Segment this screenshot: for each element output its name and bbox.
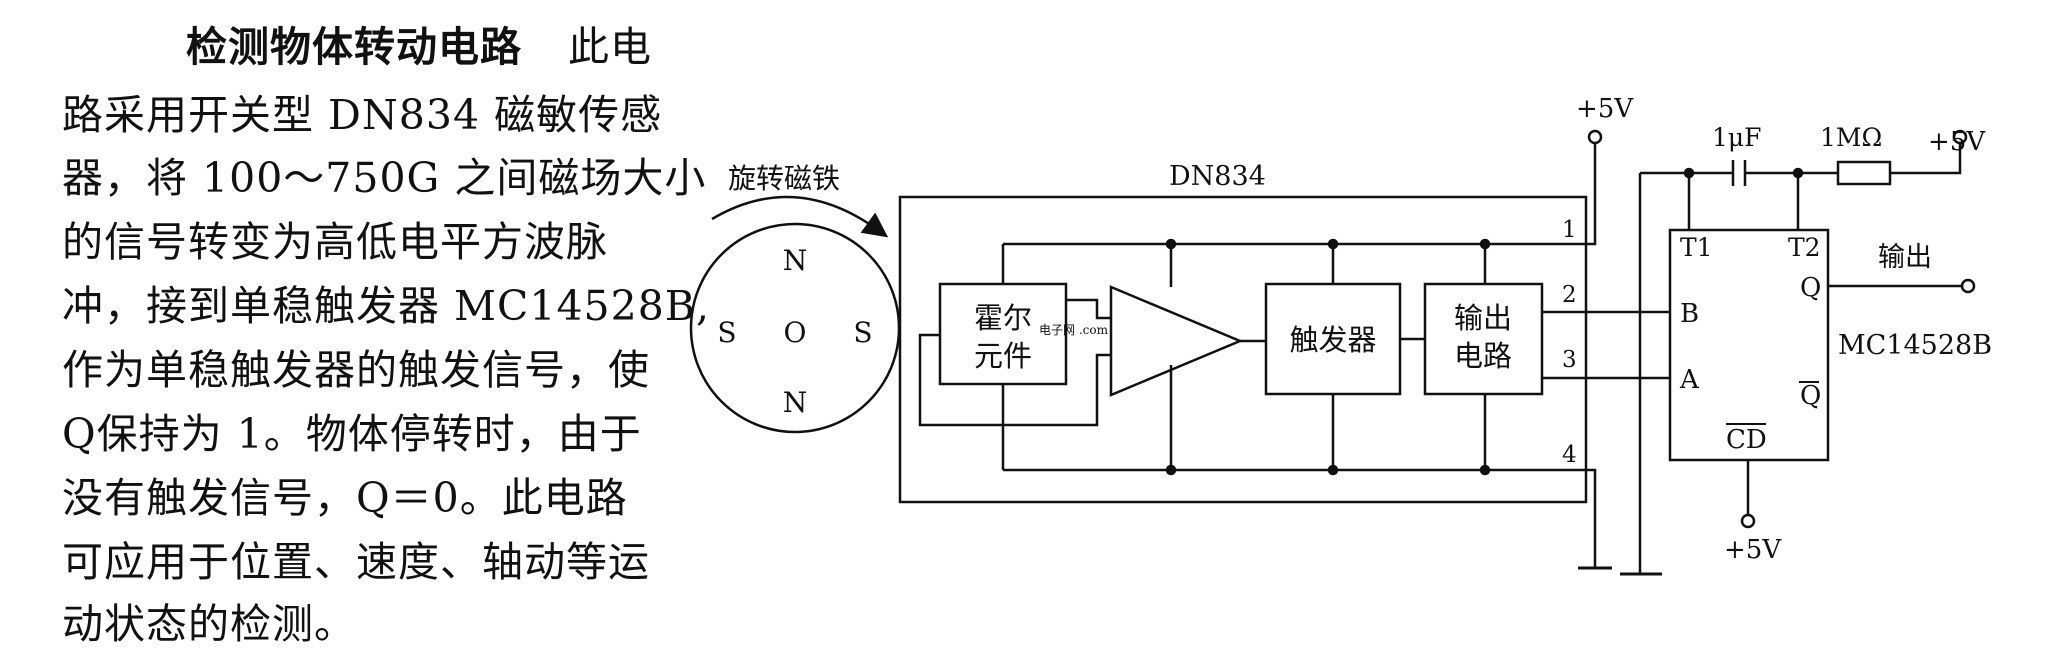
ic-pin-t2: T2	[1788, 233, 1821, 262]
dn834-outline	[898, 195, 1588, 504]
hall-feedback-wire-upper	[1066, 298, 1111, 320]
hall-element-line1: 霍尔	[974, 301, 1032, 335]
ic-pin-a: A	[1679, 365, 1700, 395]
watermark: 电子网 .com	[1039, 323, 1109, 337]
magnet-pole-right: S	[853, 316, 872, 349]
output-circuit-line1: 输出	[1454, 301, 1512, 335]
description-line: 可应用于位置、速度、轴动等运	[62, 538, 650, 586]
magnet-pole-bottom: N	[783, 386, 808, 419]
description-lead: 此电	[568, 23, 652, 71]
t1-lead	[1687, 171, 1733, 230]
magnet-pole-top: N	[783, 244, 808, 277]
description-title: 检测物体转动电路	[186, 23, 522, 71]
magnet-pole-left: S	[717, 316, 736, 349]
pin1-wire	[1586, 143, 1597, 246]
pin-1-label: 1	[1562, 217, 1577, 243]
pin-2-label: 2	[1562, 282, 1577, 308]
supply-right-label: +5V	[1928, 127, 1986, 157]
supply-bottom-label: +5V	[1724, 535, 1782, 565]
description-text: 检测物体转动电路此电 路采用开关型 DN834 磁敏传感 器，将 100～750…	[0, 0, 709, 658]
supply-top-label: +5V	[1576, 94, 1634, 124]
description-line: 的信号转变为高低电平方波脉	[62, 218, 608, 266]
supply-terminal-right	[1952, 129, 1968, 145]
ic-pin-b: B	[1680, 299, 1699, 329]
ic-name-label: MC14528B	[1838, 330, 1992, 361]
description-line: 没有触发信号，Q＝0。此电路	[62, 474, 628, 522]
description-heading-line: 检测物体转动电路此电	[186, 23, 652, 71]
resistor-label: 1MΩ	[1820, 123, 1882, 152]
hall-feedback-wire-lower	[918, 333, 1111, 427]
ic-pin-q: Q	[1800, 273, 1821, 303]
description-line: 路采用开关型 DN834 磁敏传感	[62, 91, 663, 139]
ic-pin-qbar: Q	[1800, 381, 1821, 411]
resistor-to-supply	[1890, 143, 1962, 175]
amplifier-triangle	[1109, 285, 1244, 397]
ic-pin-t1: T1	[1680, 233, 1713, 262]
trigger-label: 触发器	[1289, 323, 1376, 357]
description-line: 作为单稳触发器的触发信号，使	[62, 346, 650, 394]
output-terminal	[1960, 278, 1976, 294]
sensor-chip-label: DN834	[1169, 161, 1266, 192]
pin4-wire	[1586, 468, 1597, 568]
rotation-arrow	[711, 195, 889, 238]
magnet-center: O	[784, 316, 807, 349]
output-label: 输出	[1878, 242, 1932, 273]
magnet-label: 旋转磁铁	[728, 162, 840, 195]
ic-pin-cd: CD	[1726, 425, 1767, 455]
circuit-diagram: 旋转磁铁 N O N S S DN834 霍尔 元件 触发器 输出 电路 电子网…	[689, 94, 1992, 576]
description-line: 动状态的检测。	[62, 600, 356, 648]
hall-element-line2: 元件	[974, 339, 1032, 373]
description-line: 器，将 100～750G 之间磁场大小	[62, 154, 707, 202]
description-line: Q保持为 1。物体停转时，由于	[62, 410, 642, 458]
pin-3-label: 3	[1562, 347, 1577, 373]
supply-terminal-bottom	[1740, 513, 1756, 529]
capacitor-symbol	[1731, 160, 1747, 186]
output-circuit-block	[1423, 282, 1544, 396]
pin-4-label: 4	[1562, 442, 1577, 468]
supply-terminal-top	[1587, 129, 1603, 145]
capacitor-label: 1μF	[1712, 123, 1762, 152]
output-circuit-line2: 电路	[1454, 339, 1512, 373]
resistor-symbol	[1836, 160, 1892, 186]
description-line: 冲，接到单稳触发器 MC14528B,	[62, 282, 710, 330]
